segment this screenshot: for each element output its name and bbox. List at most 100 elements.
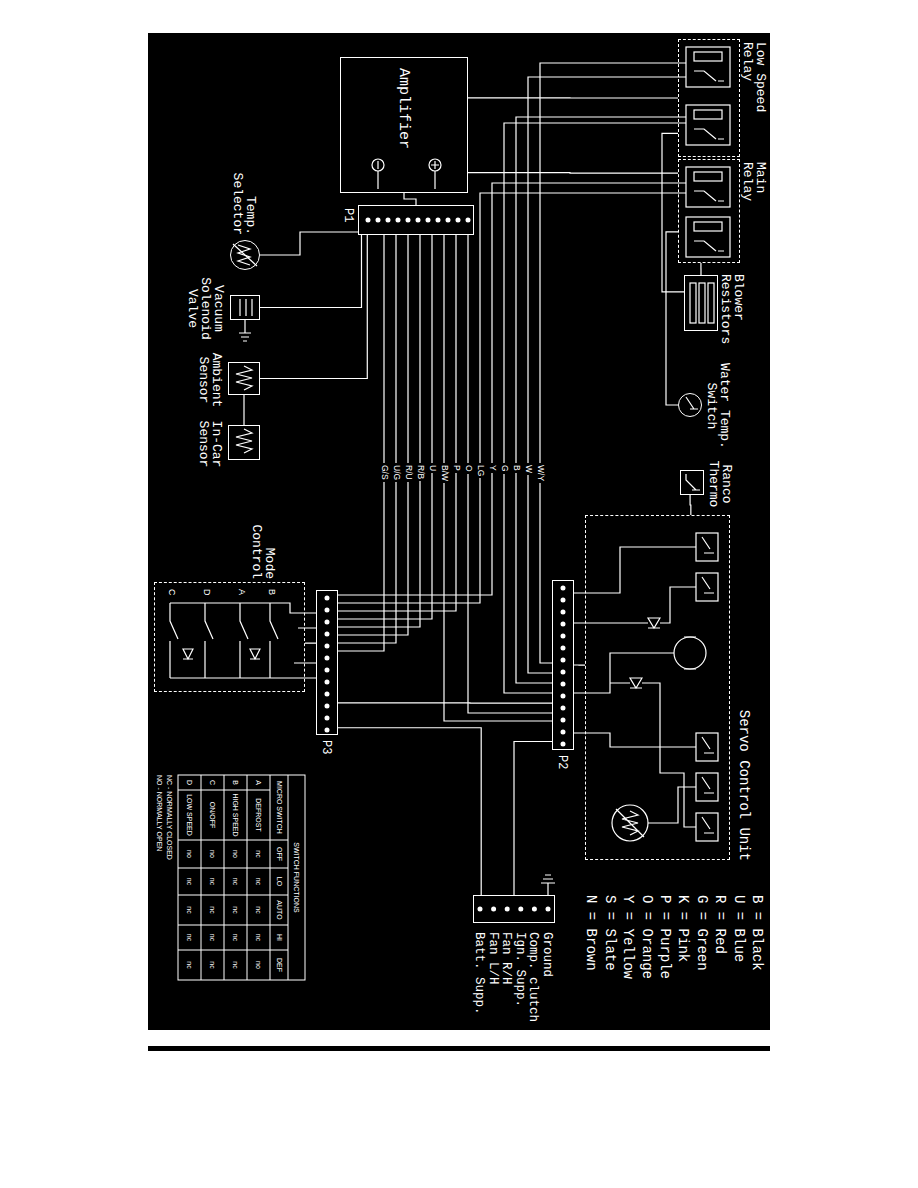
connector-pins (561, 588, 566, 745)
wire-bundle (468, 235, 552, 713)
temp-selector: Temp. Selector (230, 240, 260, 270)
table-cell: MICRO SWITCH (270, 775, 288, 840)
servo-components (702, 537, 714, 553)
color-code: B = Black (750, 895, 764, 971)
servo-components (684, 637, 696, 669)
wire-code: G/S (380, 463, 389, 482)
table-cell: HIGH SPEED (224, 790, 247, 840)
color-code: N = Brown (584, 895, 598, 971)
node-label: Ground (541, 932, 554, 1032)
table-cell: AUTO (270, 895, 288, 925)
wire-bundle (338, 235, 456, 611)
mode-switches (270, 603, 278, 678)
wire-connector (338, 728, 481, 895)
switch-letter: A (237, 589, 246, 595)
servo-components (648, 618, 660, 628)
table-cell: LO (270, 868, 288, 895)
table-cell: A (247, 775, 270, 790)
node-label: Servo Control Unit (737, 661, 751, 861)
wire-code: LG (476, 463, 485, 478)
node-label: Batt. Supp. (473, 932, 486, 1032)
wire-code: G (500, 463, 509, 474)
node-label: Amplifier (396, 68, 411, 149)
servo-components (574, 547, 696, 593)
mode-switches (170, 603, 316, 678)
connector-block: P2 (552, 580, 574, 750)
sensor-box: In-Car Sensor (228, 425, 260, 460)
table-cell: nc (224, 895, 247, 925)
mode-switches (170, 603, 316, 678)
node-label: P3 (320, 740, 332, 762)
relay-symbol (694, 71, 724, 81)
amplifier-terminal (377, 161, 378, 189)
wire-code: W/Y (536, 463, 545, 483)
resistor-symbol (708, 283, 714, 323)
color-code: U = Blue (732, 895, 746, 962)
resistor-block: Blower Resistors (684, 275, 718, 331)
wire-bundle (338, 183, 686, 595)
wire-connector (574, 664, 585, 665)
wiring-illustration (170, 47, 730, 980)
node-label: Main Relay (741, 162, 767, 222)
table-cell: nc (201, 868, 224, 895)
sensor-symbol (686, 474, 700, 490)
wire-code: U/G (392, 463, 401, 482)
wire-bundle (338, 63, 686, 721)
relay-symbol (686, 217, 730, 257)
relay-symbol (686, 167, 730, 207)
table-cell: nc (201, 925, 224, 950)
wire-connector (260, 232, 358, 255)
connector-block: P1 (358, 205, 474, 235)
resistor-symbol (699, 283, 705, 323)
servo-components (696, 773, 718, 801)
servo-components (574, 733, 696, 747)
wire-connector (305, 642, 316, 643)
table-cell: ON/OFF (201, 790, 224, 840)
wire-code: B/W (440, 463, 449, 483)
connector-block: P3 (316, 590, 338, 735)
sensor-box: Ambient Sensor (228, 362, 260, 395)
wire-connector (662, 133, 684, 291)
ground-symbol (541, 875, 555, 895)
wire-code: O (464, 463, 473, 474)
table-cell: SWITCH FUNCTIONS (288, 775, 305, 980)
wire-connector (338, 702, 552, 703)
mode-switches (183, 649, 193, 659)
relay-box: Low Speed Relay (678, 39, 740, 157)
wire-connector (468, 97, 678, 98)
relay-box: Main Relay (678, 159, 740, 263)
table-cell: DEFROST (247, 790, 270, 840)
wire-code: R/B (416, 463, 425, 481)
connector-pins (327, 220, 563, 909)
table-cell: nc (224, 925, 247, 950)
node-label: Vacuum Solenoid Valve (186, 272, 225, 345)
switch-letter: D (202, 589, 211, 596)
node-label: Mode Control (250, 519, 276, 579)
mode-switches (170, 603, 178, 678)
node-label: Low Speed Relay (741, 42, 767, 120)
relay-symbol (686, 47, 730, 87)
amplifier-box: Amplifier (340, 57, 468, 193)
servo-components (702, 777, 714, 793)
servo-components (574, 587, 696, 623)
sensor-symbol (239, 320, 251, 341)
wire-connector (260, 235, 367, 379)
table-cell: C (201, 775, 224, 790)
relay-symbol (694, 222, 722, 231)
ground-symbol (541, 875, 555, 895)
table-cell: D (178, 775, 201, 790)
node-label: Fan L/H (487, 932, 500, 1032)
table-cell: nc (247, 840, 270, 868)
node-label: Blower Resistors (719, 274, 745, 352)
terminal-block: GroundComp. clutchIgn. Supp.Fan R/HFan L… (473, 895, 555, 923)
wire-code: Y (488, 463, 497, 473)
servo-components (696, 813, 718, 841)
mode-control: Mode Control (154, 582, 305, 692)
relay-symbol (694, 129, 724, 139)
sensor-symbol (233, 244, 700, 490)
table-cell: DEF (270, 950, 288, 980)
wire-connector (666, 232, 678, 405)
table-grid (178, 775, 305, 980)
node-label: Water Temp. Switch (705, 362, 731, 450)
wire-code: P (452, 463, 461, 473)
